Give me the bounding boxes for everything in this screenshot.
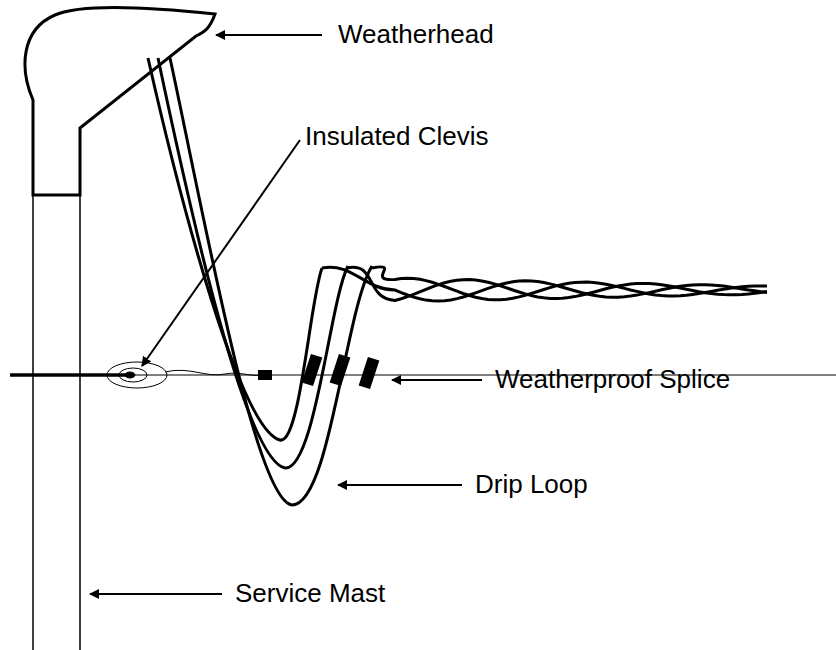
leader-arrows (90, 35, 482, 594)
weatherhead (25, 7, 215, 195)
splice-label: Weatherproof Splice (495, 365, 730, 395)
twisted-conductor (372, 267, 767, 300)
weatherhead-label: Weatherhead (338, 20, 494, 50)
twisted-conductor (347, 267, 767, 300)
weatherhead-band (33, 194, 80, 196)
weatherproof-splices (302, 354, 380, 389)
drip-loop-label: Drip Loop (475, 470, 588, 500)
twisted-conductor (322, 267, 767, 301)
service-mast (33, 195, 80, 650)
mast-label: Service Mast (235, 579, 385, 609)
neutral-connector (258, 370, 272, 380)
clevis-label: Insulated Clevis (305, 122, 489, 152)
clevis-bolt (10, 373, 128, 377)
twisted-service-drop (322, 267, 767, 301)
